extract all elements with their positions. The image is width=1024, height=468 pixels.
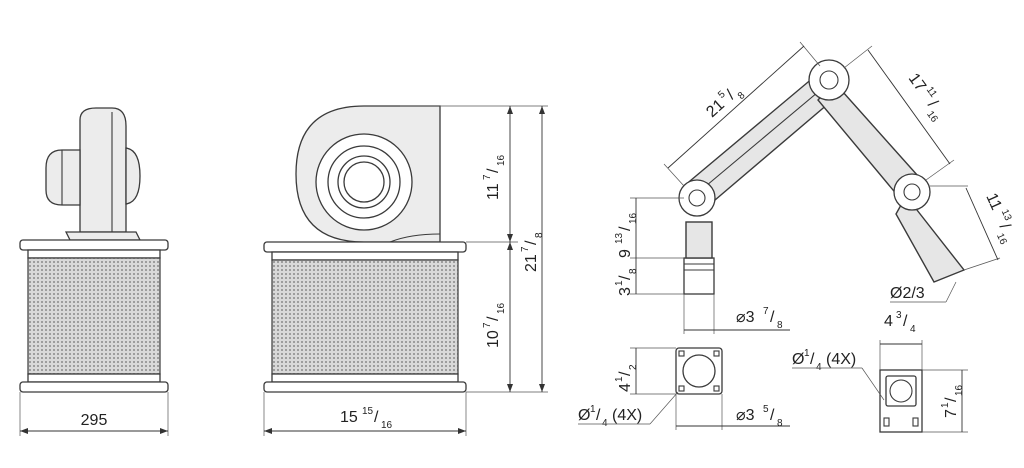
upper-arm-dimension	[667, 45, 805, 169]
hood-label: 11 13 / 16	[982, 191, 1014, 247]
bracket-width-label: ⌀3 5 / 8	[736, 404, 783, 429]
svg-text:8: 8	[777, 320, 783, 331]
svg-text:13: 13	[999, 208, 1014, 223]
filter-height-label: 10 7 / 16	[482, 302, 507, 348]
svg-text:Ø: Ø	[578, 407, 590, 424]
bracket-height-label: 4 1 / 2	[614, 364, 639, 392]
svg-text:(4X): (4X)	[826, 351, 856, 368]
svg-text:5: 5	[716, 89, 728, 101]
svg-text:16: 16	[994, 232, 1009, 247]
svg-text:1: 1	[614, 280, 625, 286]
svg-text:/: /	[485, 168, 502, 173]
fan-side-view: 295	[19, 107, 169, 436]
elbow-joint	[808, 59, 850, 101]
svg-text:4: 4	[602, 418, 608, 429]
svg-text:/: /	[770, 407, 775, 424]
lower-arm-label: 17 11 / 16	[905, 70, 941, 125]
hood-diameter-label: Ø2/3	[890, 285, 925, 302]
fan-front-view: 15 15 / 16 11 7 / 16 10 7 / 16	[263, 105, 548, 436]
svg-text:15: 15	[362, 406, 374, 417]
svg-text:/: /	[903, 313, 908, 330]
svg-text:16: 16	[496, 302, 507, 314]
svg-text:8: 8	[777, 418, 783, 429]
svg-text:/: /	[523, 240, 540, 245]
svg-text:3: 3	[896, 310, 902, 321]
svg-text:7: 7	[763, 306, 769, 317]
svg-text:4: 4	[884, 313, 893, 330]
svg-text:21: 21	[523, 254, 540, 272]
lower-arm-dimension	[867, 49, 951, 165]
svg-text:8: 8	[736, 90, 748, 102]
svg-text:1: 1	[940, 402, 951, 408]
svg-text:(4X): (4X)	[612, 407, 642, 424]
svg-text:/: /	[485, 316, 502, 321]
svg-text:/: /	[617, 371, 634, 376]
blower-housing-side	[79, 107, 127, 233]
hood-bracket-height-label: 7 1 / 16	[940, 384, 965, 418]
top-plate	[19, 239, 169, 251]
bracket-holes-label: Ø 1 / 4 (4X)	[578, 404, 642, 429]
svg-text:3: 3	[617, 287, 634, 296]
svg-text:10: 10	[485, 330, 502, 348]
front-width-label: 15 15 / 16	[340, 406, 393, 431]
svg-text:Ø: Ø	[792, 351, 804, 368]
svg-text:16: 16	[381, 420, 393, 431]
svg-text:7: 7	[482, 174, 493, 180]
svg-text:⌀3: ⌀3	[736, 407, 755, 424]
svg-text:16: 16	[628, 212, 639, 224]
svg-text:8: 8	[534, 232, 545, 238]
hood-bracket-holes-label: Ø 1 / 4 (4X)	[792, 348, 856, 373]
svg-text:/: /	[374, 409, 379, 426]
svg-text:/: /	[770, 309, 775, 326]
svg-text:11: 11	[982, 191, 1004, 213]
svg-text:5: 5	[763, 404, 769, 415]
svg-text:7: 7	[943, 409, 960, 418]
svg-text:/: /	[996, 221, 1014, 232]
mount-tube	[683, 257, 715, 295]
svg-text:8: 8	[628, 268, 639, 274]
tube-diameter-label: ⌀3 7 / 8	[736, 306, 783, 331]
svg-text:4: 4	[910, 324, 916, 335]
svg-text:/: /	[617, 275, 634, 280]
hood-dimension	[965, 187, 999, 261]
svg-text:/: /	[596, 407, 601, 424]
tube-height-label: 3 1 / 8	[614, 268, 639, 296]
svg-text:1: 1	[614, 376, 625, 382]
mount-height-label: 9 13 / 16	[614, 212, 639, 258]
svg-text:15: 15	[340, 409, 358, 426]
filter-mesh-front	[271, 259, 459, 375]
inlet-collar	[45, 149, 81, 206]
motor-bump	[125, 147, 141, 205]
svg-text:/: /	[617, 226, 634, 231]
hood-tube	[895, 194, 966, 283]
svg-text:13: 13	[614, 232, 625, 244]
svg-text:1: 1	[590, 404, 596, 415]
svg-text:2: 2	[628, 364, 639, 370]
svg-text:7: 7	[520, 246, 531, 252]
hood-joint	[893, 173, 931, 211]
svg-text:7: 7	[482, 322, 493, 328]
base-joint	[678, 179, 716, 217]
extraction-arm-view: 21 5 / 8 17 11 / 16 11 13 / 16 Ø2/3	[614, 41, 1014, 334]
total-height-label: 21 7 / 8	[520, 232, 545, 272]
svg-text:11: 11	[485, 183, 502, 200]
svg-text:9: 9	[617, 249, 634, 258]
wall-bracket-view: 4 1 / 2 ⌀3 5 / 8 Ø 1 / 4 (4X)	[578, 347, 790, 430]
svg-text:16: 16	[924, 109, 940, 125]
svg-text:/: /	[810, 351, 815, 368]
hood-bracket-width-label: 4 3 / 4	[884, 310, 916, 335]
svg-text:4: 4	[617, 383, 634, 392]
width-label: 295	[81, 412, 108, 429]
filter-mesh	[27, 257, 161, 375]
blower-height-label: 11 7 / 16	[482, 154, 507, 200]
hood-bracket-view: 4 3 / 4 7 1 / 16 Ø 1 / 4 (4X)	[792, 310, 968, 433]
svg-text:16: 16	[496, 154, 507, 166]
svg-text:1: 1	[804, 348, 810, 359]
bottom-plate	[19, 381, 169, 393]
svg-text:16: 16	[954, 384, 965, 396]
svg-text:⌀3: ⌀3	[736, 309, 755, 326]
svg-text:/: /	[943, 397, 960, 402]
svg-text:4: 4	[816, 362, 822, 373]
